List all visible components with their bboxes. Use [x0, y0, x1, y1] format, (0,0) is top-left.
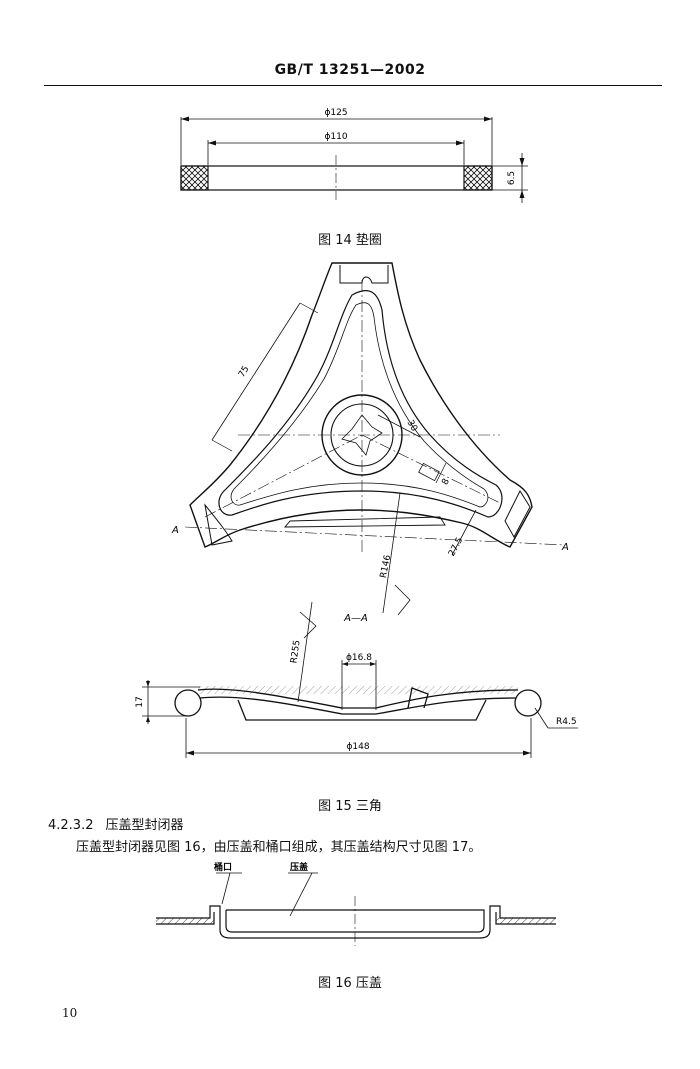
section-body-text: 压盖型封闭器见图 16，由压盖和桶口组成，其压盖结构尺寸见图 17。 [76, 840, 482, 855]
dim-side-length: 75 [237, 364, 252, 379]
dim-slot: 8 [440, 477, 452, 487]
figure-16-cap-drawing: 桶口 压盖 [156, 861, 556, 946]
header-rule [44, 85, 662, 86]
section-number: 4.2.3.2 [48, 818, 94, 833]
section-view-label: A—A [343, 613, 368, 624]
section-mark-left: A [171, 525, 179, 536]
dim-radius-top: R146 [379, 554, 394, 579]
figure-15-caption: 图 15 三角 [318, 799, 382, 814]
figure-14-caption: 图 14 垫圈 [318, 233, 382, 248]
dim-thickness: 6.5 [507, 171, 517, 185]
label-bung: 桶口 [213, 861, 232, 873]
dim-curl-radius: R4.5 [556, 717, 577, 727]
section-mark-right: A [561, 542, 569, 553]
dim-bore: ϕ16.8 [346, 653, 372, 663]
page-number: 10 [62, 1006, 78, 1020]
section-heading: 4.2.3.2 压盖型封闭器 [48, 814, 184, 833]
figure-15-section-drawing: R255 ϕ16.8 17 ϕ148 R4.5 [135, 601, 578, 758]
figure-16-caption: 图 16 压盖 [318, 976, 382, 991]
figure-15-triangle-plan-drawing: 75 30 8 27.5 R146 A A A—A [171, 262, 569, 624]
label-cap: 压盖 [290, 861, 308, 873]
dim-hub: 30 [405, 419, 420, 434]
dim-height: 17 [135, 696, 145, 707]
dim-edge: 27.5 [447, 536, 465, 558]
dim-outer-diameter: ϕ125 [324, 108, 347, 118]
page-header-title: GB/T 13251—2002 [274, 62, 426, 78]
dim-inner-diameter: ϕ110 [324, 132, 347, 142]
dim-width: ϕ148 [346, 742, 369, 752]
dim-radius-bottom: R255 [289, 639, 302, 664]
section-title: 压盖型封闭器 [105, 818, 184, 833]
figure-14-gasket-drawing: ϕ125 ϕ110 6.5 [180, 108, 528, 203]
